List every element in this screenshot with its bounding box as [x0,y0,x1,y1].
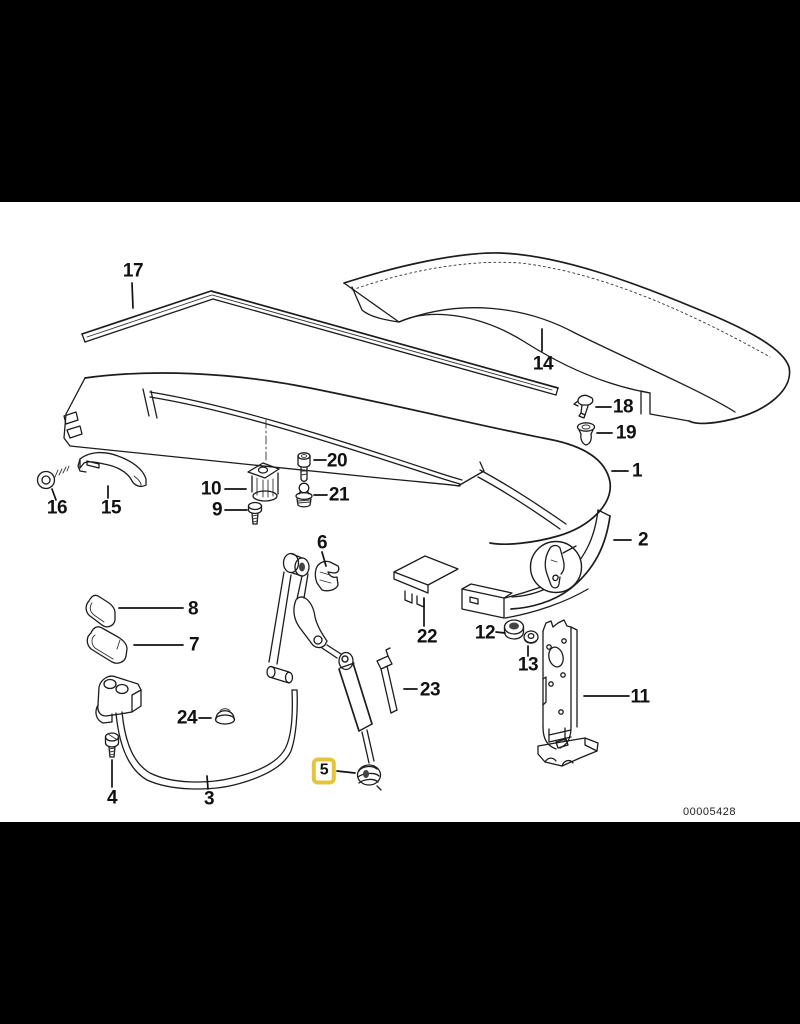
part-19-grommet-art [576,422,596,446]
part-label-22[interactable]: 22 [416,626,438,648]
part-label-8[interactable]: 8 [187,598,199,620]
part-label-10[interactable]: 10 [200,478,222,500]
drawing-number: 00005428 [683,806,736,818]
part-2-hinge-art [461,509,611,619]
part-11-bracket-art [537,619,599,767]
part-24-cap-art [214,708,236,725]
part-16-screw-art [36,465,70,490]
letterbox-top [0,0,800,202]
part-label-18[interactable]: 18 [612,396,634,418]
leader-lines [51,282,632,790]
part-10-mount-art [247,462,280,502]
part-label-24[interactable]: 24 [176,707,198,729]
part-label-20[interactable]: 20 [326,450,348,472]
part-label-9[interactable]: 9 [211,499,223,521]
hinge-detail-magnifier-circle [529,540,583,594]
part-9-screw-art [247,501,263,525]
part-label-14[interactable]: 14 [532,353,554,375]
part-label-19[interactable]: 19 [615,422,637,444]
part-4-screw-art [104,732,120,758]
part-3-tension-bar-art [95,675,298,790]
part-label-21[interactable]: 21 [328,484,350,506]
part-label-17[interactable]: 17 [122,260,144,282]
part-5-gas-strut-art[interactable] [338,651,382,791]
part-label-4[interactable]: 4 [106,787,118,809]
part-label-2[interactable]: 2 [637,529,649,551]
part-7-pad-art [86,626,128,664]
part-14-finisher-panel-art [343,252,791,425]
part-15-handle-art [77,451,147,488]
part-label-13[interactable]: 13 [517,654,539,676]
part-label-11[interactable]: 11 [630,686,650,708]
part-label-23[interactable]: 23 [419,679,441,701]
letterbox-bottom [0,822,800,1024]
part-18-clip-art [573,394,594,419]
part-12-grommet-art [503,619,525,640]
part-label-16[interactable]: 16 [46,497,68,519]
part-17-trim-strip-art [81,290,559,396]
part-6-clip-lever-art [266,552,342,684]
part-8-pad-art [85,594,116,628]
diagram-canvas [0,202,800,822]
part-label-12[interactable]: 12 [474,622,496,644]
exploded-view-line-art [36,252,791,791]
part-label-3[interactable]: 3 [203,788,215,810]
part-1-lid-art [63,372,611,545]
part-label-5[interactable]: 5 [311,757,337,785]
part-13-washer-art [523,630,539,644]
part-23-rod-art [376,647,398,714]
part-22-cover-art [393,555,459,608]
part-label-15[interactable]: 15 [100,497,122,519]
part-label-1[interactable]: 1 [631,460,643,482]
part-21-ball-stud-art [295,482,313,508]
part-20-bolt-art [297,452,311,482]
part-label-7[interactable]: 7 [188,634,200,656]
part-label-6[interactable]: 6 [316,532,328,554]
